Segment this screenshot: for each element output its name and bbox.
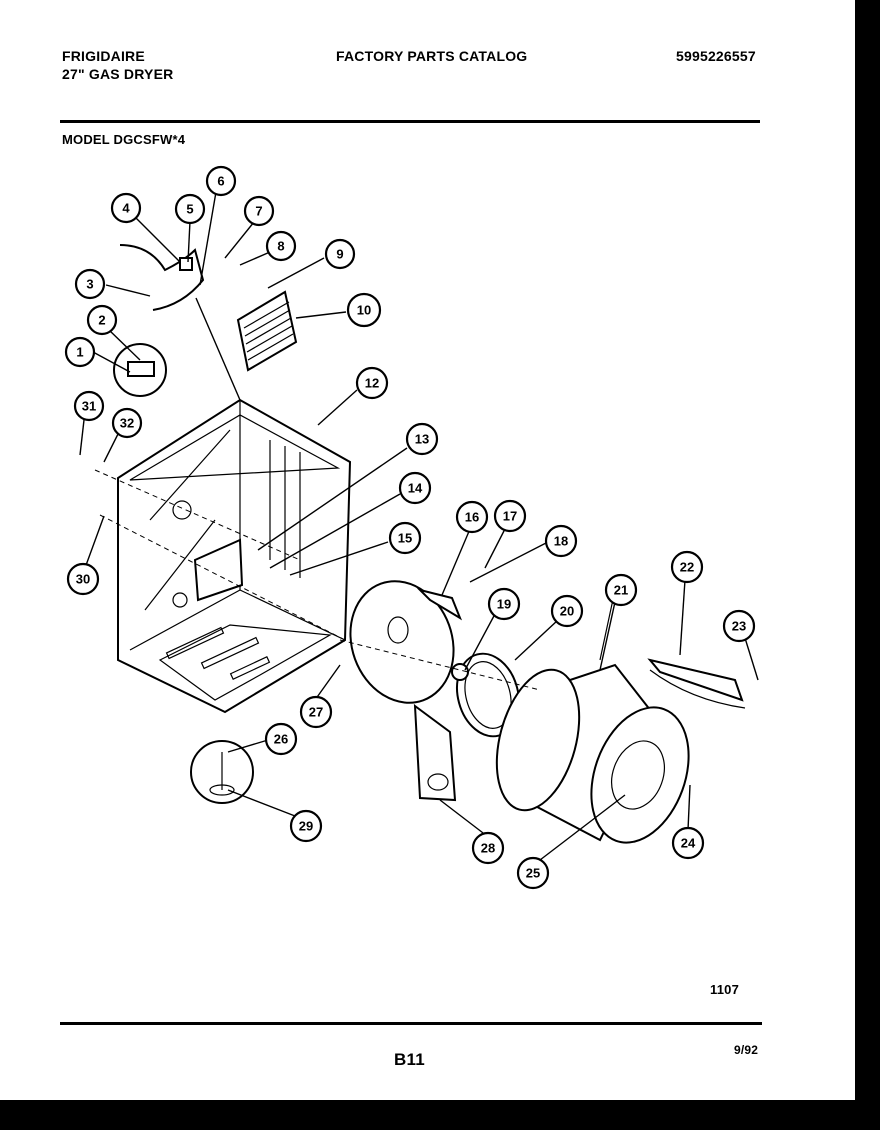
svg-text:22: 22 xyxy=(680,560,694,575)
callout-26-foot: 26 xyxy=(264,722,298,756)
callout-8: 8 xyxy=(265,230,297,262)
callout-15: 15 xyxy=(388,521,422,555)
svg-text:31: 31 xyxy=(82,399,96,414)
svg-text:7: 7 xyxy=(255,204,262,219)
svg-text:26: 26 xyxy=(274,732,288,747)
callout-29: 29 xyxy=(289,809,323,843)
svg-text:8: 8 xyxy=(277,239,284,254)
callout-5: 5 xyxy=(174,193,206,225)
lint-duct xyxy=(413,703,457,802)
svg-text:17: 17 xyxy=(503,509,517,524)
parts-catalog-page: FRIGIDAIRE 27" GAS DRYER FACTORY PARTS C… xyxy=(0,0,855,1100)
svg-text:14: 14 xyxy=(408,481,423,496)
svg-text:21: 21 xyxy=(614,583,628,598)
catalog-number: 5995226557 xyxy=(676,48,756,64)
svg-text:24: 24 xyxy=(681,836,696,851)
svg-text:30: 30 xyxy=(76,572,90,587)
callout-17: 17 xyxy=(493,499,527,533)
svg-text:16: 16 xyxy=(465,510,479,525)
svg-text:4: 4 xyxy=(122,201,130,216)
callout-32: 32 xyxy=(111,407,143,439)
callout-16: 16 xyxy=(455,500,489,534)
product-name: 27" GAS DRYER xyxy=(62,66,174,82)
callout-9: 9 xyxy=(324,238,356,270)
page-number: B11 xyxy=(394,1050,425,1069)
callout-10: 10 xyxy=(346,292,382,328)
callout-30: 30 xyxy=(66,562,100,596)
callout-23: 23 xyxy=(722,609,756,643)
callout-14: 14 xyxy=(398,471,432,505)
leader-lines xyxy=(79,191,759,861)
vent-grille xyxy=(236,290,298,372)
callout-21: 21 xyxy=(604,573,638,607)
svg-text:20: 20 xyxy=(560,604,574,619)
callout-18: 18 xyxy=(544,524,578,558)
door-switch xyxy=(113,343,167,397)
svg-text:25: 25 xyxy=(526,866,540,881)
callout-25: 25 xyxy=(516,856,550,890)
callout-13: 13 xyxy=(405,422,439,456)
exploded-parts-diagram: 1 2 3 4 5 6 7 8 9 10 12 13 14 15 16 17 1… xyxy=(64,165,759,890)
svg-text:6: 6 xyxy=(217,174,224,189)
callout-20: 20 xyxy=(550,594,584,628)
dryer-drum xyxy=(495,589,690,844)
callout-31: 31 xyxy=(73,390,105,422)
svg-text:27: 27 xyxy=(309,705,323,720)
leveling-leg xyxy=(190,740,254,804)
svg-text:18: 18 xyxy=(554,534,568,549)
svg-text:9: 9 xyxy=(336,247,343,262)
drum-baffle xyxy=(647,658,746,709)
callout-7: 7 xyxy=(243,195,275,227)
svg-text:29: 29 xyxy=(299,819,313,834)
footer-rule xyxy=(60,1022,762,1025)
svg-text:13: 13 xyxy=(415,432,429,447)
brand-name: FRIGIDAIRE xyxy=(62,48,145,64)
svg-text:23: 23 xyxy=(732,619,746,634)
revision-date: 9/92 xyxy=(734,1043,759,1057)
callout-28: 28 xyxy=(471,831,505,865)
model-label: MODEL DGCSFW*4 xyxy=(62,132,186,147)
svg-text:1: 1 xyxy=(76,345,83,360)
callout-19: 19 xyxy=(487,587,521,621)
svg-text:15: 15 xyxy=(398,531,412,546)
callout-2: 2 xyxy=(86,304,118,336)
catalog-title: FACTORY PARTS CATALOG xyxy=(336,48,528,64)
svg-text:10: 10 xyxy=(357,303,371,318)
header-rule xyxy=(60,120,760,123)
callout-1: 1 xyxy=(64,336,96,368)
drum-seal xyxy=(451,652,520,738)
dryer-cabinet xyxy=(117,398,352,714)
svg-text:12: 12 xyxy=(365,376,379,391)
svg-text:5: 5 xyxy=(186,202,193,217)
svg-text:3: 3 xyxy=(86,277,93,292)
svg-text:32: 32 xyxy=(120,416,134,431)
callout-12: 12 xyxy=(355,366,389,400)
callout-3: 3 xyxy=(74,268,106,300)
harness-bracket xyxy=(119,244,241,401)
callout-4: 4 xyxy=(110,192,142,224)
svg-text:28: 28 xyxy=(481,841,495,856)
callout-22: 22 xyxy=(670,550,704,584)
callout-24: 24 xyxy=(671,826,705,860)
svg-text:19: 19 xyxy=(497,597,511,612)
figure-code: 1107 xyxy=(710,982,740,997)
callout-27: 27 xyxy=(299,695,333,729)
svg-text:2: 2 xyxy=(98,313,105,328)
callout-6: 6 xyxy=(205,165,237,197)
front-bulkhead xyxy=(349,580,463,704)
